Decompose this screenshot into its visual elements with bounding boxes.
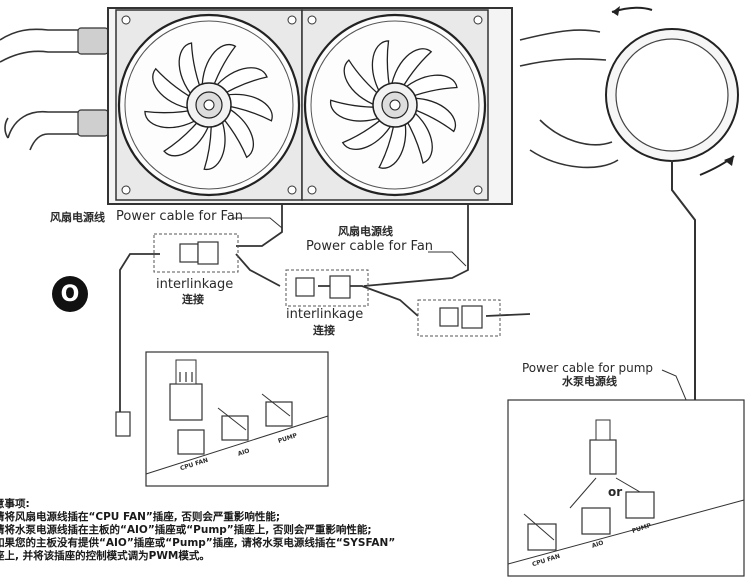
notes-line-3: 如果您的主板没有提供“AIO”插座或“Pump”插座, 请将水泵电源线插在“SY… xyxy=(0,537,396,549)
pump-cable xyxy=(671,160,696,420)
pump-head xyxy=(605,6,739,176)
fan-right xyxy=(301,9,489,201)
notes-block: 意事项: 请将风扇电源线插在“CPU FAN”插座, 否则会严重影响性能; 请将… xyxy=(0,498,395,563)
badge-o: O xyxy=(52,276,88,312)
interlinkage-1-cn: 连接 xyxy=(182,293,204,306)
pump-tubes xyxy=(519,29,619,169)
notes-line-1: 请将风扇电源线插在“CPU FAN”插座, 否则会严重影响性能; xyxy=(0,511,281,523)
interlinkage-boxes xyxy=(153,233,501,337)
tube-fittings xyxy=(77,27,109,137)
notes-line-2: 请将水泵电源线插在主板的“AIO”插座或“Pump”插座上, 否则会严重影响性能… xyxy=(0,524,372,536)
or-label: or xyxy=(608,485,623,499)
fan-cable-left-en: Power cable for Fan xyxy=(116,209,244,224)
pump-cable-cn: 水泵电源线 xyxy=(562,375,617,388)
fan-plugs xyxy=(115,241,483,437)
mount-holes xyxy=(121,15,483,195)
fan-cable-left-cn: 风扇电源线 xyxy=(50,211,105,224)
fan-cable-right-cn: 风扇电源线 xyxy=(338,225,393,238)
fan-left xyxy=(115,9,303,201)
interlinkage-2-en: interlinkage xyxy=(286,307,364,322)
notes-line-4: 座上, 并将该插座的控制模式调为PWM模式。 xyxy=(0,550,210,562)
notes-title: 意事项: xyxy=(0,498,30,510)
fan-cable-right-en: Power cable for Fan xyxy=(306,239,434,254)
pump-cable-en: Power cable for pump xyxy=(522,361,654,375)
interlinkage-2-cn: 连接 xyxy=(313,324,335,337)
interlinkage-1-en: interlinkage xyxy=(156,277,234,292)
coolant-tubes-left xyxy=(0,28,78,151)
motherboard-inset-right xyxy=(507,399,745,577)
motherboard-inset-left xyxy=(145,351,329,487)
